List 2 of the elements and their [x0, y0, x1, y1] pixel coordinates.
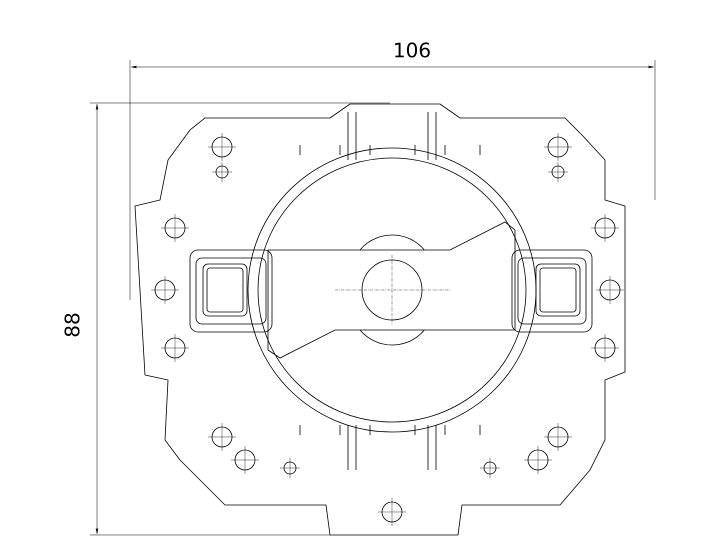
dimension-label: 106 [395, 42, 430, 58]
dimension-label: 88 [64, 314, 80, 336]
